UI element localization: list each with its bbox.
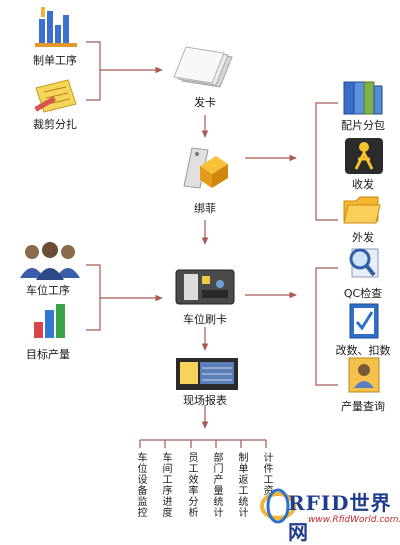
report-label: 计件工资 [261,452,272,496]
label-parts-distribution: 配片分包 [341,119,385,132]
connector-right-bottom [315,267,338,386]
label-site-report: 现场报表 [183,394,227,407]
rfidworld-logo: RFID世界网 www.RfidWorld.com.cn [258,484,400,544]
connector-right-top [315,102,338,221]
report-label: 员工效率分析 [186,452,197,518]
connector-left-mid [86,264,101,331]
report-label: 车位设备监控 [135,452,146,518]
label-cutting: 裁剪分扎 [33,118,77,131]
folder-icon [343,196,381,224]
report-screen-icon [176,358,238,390]
notepad-pencil-icon [34,79,77,113]
tag-card-icon [183,147,228,189]
label-receiving: 收发 [352,178,374,191]
reports-bracket [139,439,267,448]
report-label: 部门产量统计 [211,452,222,518]
label-target-output: 目标产量 [26,348,70,361]
label-binding: 绑菲 [194,202,216,215]
people-group-icon [20,242,80,280]
label-qc-check: QC检查 [343,287,383,300]
runner-icon [345,138,383,174]
bar-3d-icon [34,304,65,338]
label-station-process: 车位工序 [26,284,70,297]
cards-icon [173,46,233,88]
report-label: 制单返工统计 [236,452,247,518]
check-document-icon [349,303,379,339]
connector-left-top [86,41,101,101]
bar-chart-icon [35,7,77,47]
card-reader-icon [175,269,235,305]
label-card-issue: 发卡 [194,96,216,109]
label-station-card: 车位刷卡 [183,313,227,326]
label-count-fix: 改数、扣数 [335,344,391,357]
person-card-icon [348,357,380,393]
binders-icon [343,81,383,115]
logo-url-text: www.RfidWorld.com.cn [308,515,400,525]
label-output-query: 产量查询 [341,400,385,413]
label-outsourcing: 外发 [352,231,374,244]
label-order-process: 制单工序 [33,54,77,67]
logo-swirl-icon [260,488,296,524]
magnifier-icon [349,248,379,278]
report-label: 车间工序进度 [160,452,171,518]
